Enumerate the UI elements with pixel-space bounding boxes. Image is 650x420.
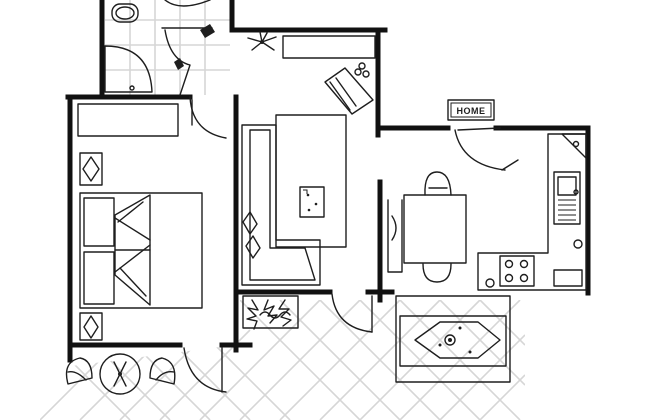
walls	[65, 0, 591, 363]
kitchen	[387, 133, 587, 291]
desk	[324, 62, 374, 115]
bistro-set	[65, 353, 176, 395]
small-appliance	[485, 278, 495, 288]
kitchen-sink	[553, 171, 581, 225]
dining-bench	[387, 199, 403, 273]
corner-cabinet	[561, 133, 587, 159]
dining-table	[387, 171, 467, 283]
plant-icon	[247, 31, 277, 51]
bistro-chair-left	[65, 357, 93, 385]
bedroom	[77, 103, 203, 341]
terrace	[65, 295, 511, 395]
home-sign-icon: HOME	[447, 99, 495, 121]
coffee-table	[299, 186, 325, 218]
planter-box	[242, 295, 299, 330]
stove	[499, 255, 535, 287]
double-bed	[79, 192, 203, 309]
kitchen-counter	[477, 133, 587, 291]
wardrobe	[77, 103, 179, 137]
doors	[161, 24, 519, 393]
shower-tray	[104, 45, 153, 93]
terrace-floor-tiles	[40, 299, 525, 420]
dining-chair-top	[424, 171, 452, 196]
rug-top	[79, 152, 103, 186]
bistro-chair-right	[149, 357, 176, 385]
fridge	[553, 239, 583, 287]
sideboard	[282, 35, 376, 59]
bathroom	[104, 0, 211, 93]
bathroom-floor-tiles	[105, 0, 230, 95]
dining-chair-bottom	[422, 263, 452, 283]
toilet-icon	[111, 3, 139, 23]
sofa	[241, 114, 347, 286]
home-sign-label: HOME	[457, 106, 486, 116]
rug-bottom	[79, 312, 103, 341]
bath-sink	[164, 0, 211, 7]
balcony-table	[395, 295, 511, 383]
living-room	[241, 31, 376, 330]
